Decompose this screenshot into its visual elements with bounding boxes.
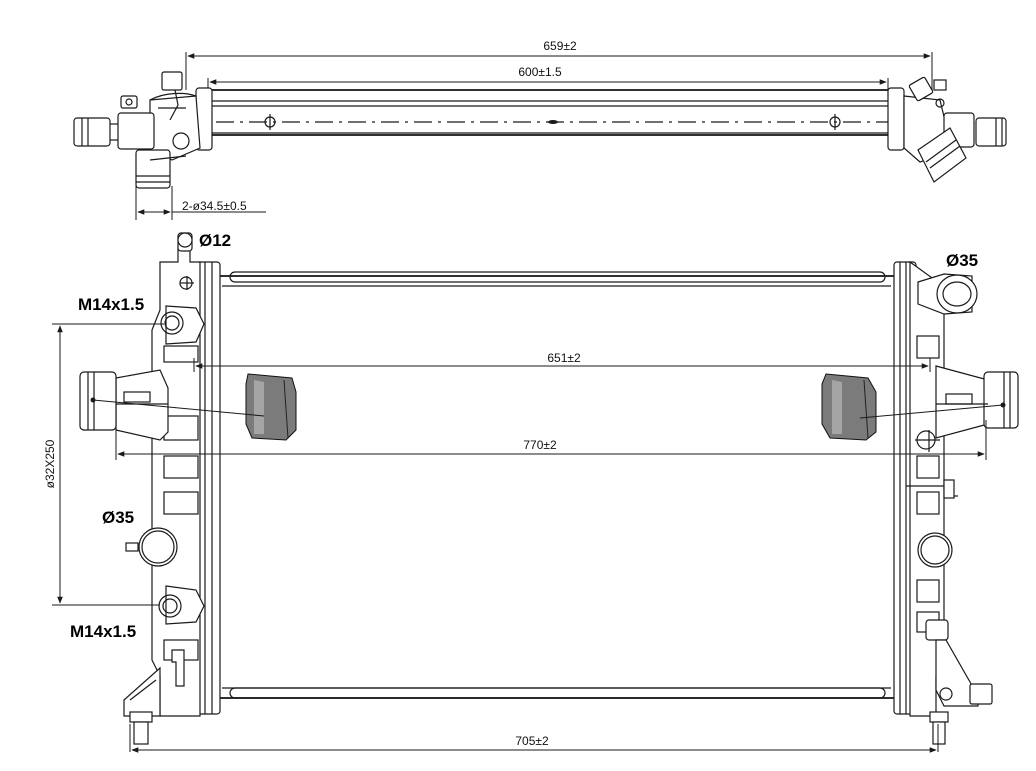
front-view: 651±2 770±2 705±2 ø32X250 Ø12 M14x1.5 Ø3… [43, 231, 1019, 753]
dimension-overall-top-width: 659±2 [185, 39, 933, 90]
dimension-label-770: 770±2 [523, 438, 557, 452]
dimension-pipe-diameter: 2-ø34.5±0.5 [135, 186, 266, 220]
left-port-35 [125, 527, 178, 567]
callout-port-right: Ø35 [946, 251, 978, 270]
dimension-vertical: ø32X250 [43, 323, 164, 606]
right-inlet-pipe [935, 365, 1019, 439]
top-left-tank [73, 71, 213, 189]
dimension-label-pipe: 2-ø34.5±0.5 [182, 199, 247, 213]
dimension-inner-tube-width: 600±1.5 [207, 65, 889, 92]
top-right-tank [887, 76, 1007, 183]
dimension-label-vertical: ø32X250 [43, 439, 57, 488]
radiator-core [217, 271, 896, 699]
dimension-side-mount-width: 651±2 [193, 351, 931, 372]
dimension-label-705: 705±2 [515, 734, 549, 748]
top-core-tube [150, 89, 960, 136]
dimension-label-600: 600±1.5 [518, 65, 562, 79]
dimension-label-659: 659±2 [543, 39, 577, 53]
dimension-overall-width: 770±2 [115, 420, 987, 460]
right-tank [893, 260, 1019, 745]
callout-port-left: Ø35 [102, 508, 134, 527]
dimension-label-651: 651±2 [547, 351, 581, 365]
right-outlet-pipe [917, 273, 978, 315]
dimension-bottom-width: 705±2 [129, 724, 939, 753]
rubber-mount-right [821, 373, 877, 441]
left-inlet-pipe [79, 369, 169, 441]
callout-vent-diameter: Ø12 [199, 231, 231, 250]
rubber-mount-left [245, 373, 297, 441]
callout-thread-lower: M14x1.5 [70, 622, 136, 641]
callout-thread-upper: M14x1.5 [78, 295, 144, 314]
top-view: 659±2 600±1.5 [73, 39, 1007, 220]
